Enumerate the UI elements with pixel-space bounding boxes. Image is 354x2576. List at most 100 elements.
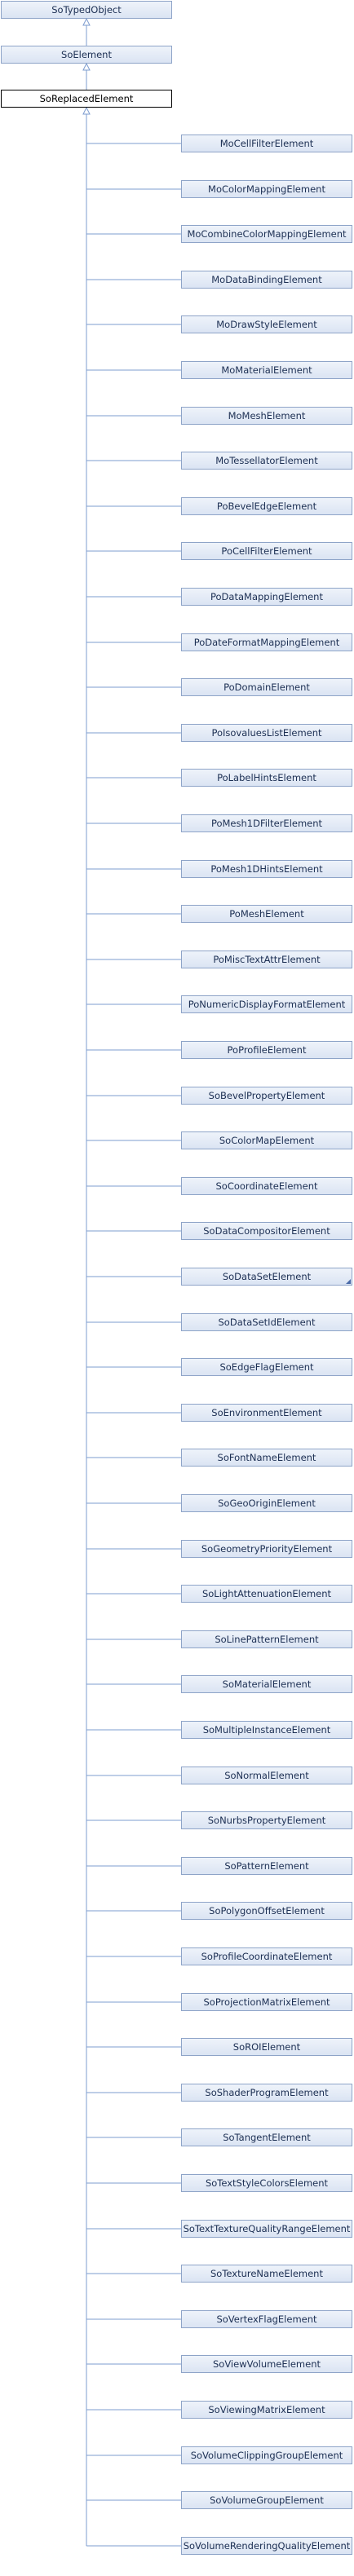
class-label: SoDataCompositorElement	[203, 1225, 330, 1237]
class-node-sovertexflagelement[interactable]: SoVertexFlagElement	[181, 2310, 352, 2328]
class-label: SoVertexFlagElement	[216, 2314, 317, 2325]
class-node-podatamappingelement[interactable]: PoDataMappingElement	[181, 588, 352, 606]
class-node-mocellfilterelement[interactable]: MoCellFilterElement	[181, 135, 352, 152]
class-node-sotexturenameelement[interactable]: SoTextureNameElement	[181, 2265, 352, 2283]
class-node-motessellatorelement[interactable]: MoTessellatorElement	[181, 452, 352, 470]
class-label: PoBevelEdgeElement	[216, 501, 317, 512]
class-node-poprofileelement[interactable]: PoProfileElement	[181, 1041, 352, 1059]
class-node-soroielement[interactable]: SoROIElement	[181, 2038, 352, 2056]
class-node-momaterialelement[interactable]: MoMaterialElement	[181, 361, 352, 379]
class-node-solightattenuationelement[interactable]: SoLightAttenuationElement	[181, 1585, 352, 1603]
class-label: SoVolumeGroupElement	[210, 2494, 324, 2506]
class-label: SoEnvironmentElement	[211, 1407, 322, 1418]
class-label: SoProfileCoordinateElement	[201, 1951, 333, 1962]
class-node-sotexttexturequalityrangeelement[interactable]: SoTextTextureQualityRangeElement	[181, 2220, 352, 2238]
class-label: SoTextStyleColorsElement	[205, 2177, 329, 2189]
class-label: SoProjectionMatrixElement	[203, 1996, 330, 2008]
class-label: SoShaderProgramElement	[205, 2087, 329, 2098]
class-node-socolormapelement[interactable]: SoColorMapElement	[181, 1131, 352, 1149]
class-label: SoBevelPropertyElement	[208, 1090, 325, 1101]
class-node-sotangentelement[interactable]: SoTangentElement	[181, 2128, 352, 2146]
class-label: SoTangentElement	[223, 2132, 311, 2143]
class-label: SoPatternElement	[224, 1860, 309, 1872]
class-label: MoColorMappingElement	[208, 183, 325, 195]
class-node-polabelhintselement[interactable]: PoLabelHintsElement	[181, 769, 352, 787]
class-label: SoViewingMatrixElement	[208, 2404, 325, 2415]
class-node-soviewvolumeelement[interactable]: SoViewVolumeElement	[181, 2355, 352, 2373]
class-node-soprofilecoordinateelement[interactable]: SoProfileCoordinateElement	[181, 1947, 352, 1965]
class-label: SoLinePatternElement	[215, 1634, 319, 1645]
class-node-sotypedobject[interactable]: SoTypedObject	[1, 1, 172, 19]
class-label: SoGeoOriginElement	[218, 1498, 316, 1509]
class-node-pomeshelement[interactable]: PoMeshElement	[181, 905, 352, 923]
class-node-soedgeflagelement[interactable]: SoEdgeFlagElement	[181, 1358, 352, 1376]
class-node-sovolumegroupelement[interactable]: SoVolumeGroupElement	[181, 2491, 352, 2509]
class-node-sotextstylecolorselement[interactable]: SoTextStyleColorsElement	[181, 2174, 352, 2192]
class-node-soviewingmatrixelement[interactable]: SoViewingMatrixElement	[181, 2401, 352, 2419]
class-node-pomisctextattrelement[interactable]: PoMiscTextAttrElement	[181, 951, 352, 968]
class-node-soelement[interactable]: SoElement	[1, 46, 172, 64]
class-node-podomainelement[interactable]: PoDomainElement	[181, 678, 352, 696]
class-node-modrawstyleelement[interactable]: MoDrawStyleElement	[181, 315, 352, 333]
class-node-mocolormappingelement[interactable]: MoColorMappingElement	[181, 180, 352, 198]
class-node-sofontnameelement[interactable]: SoFontNameElement	[181, 1449, 352, 1467]
class-node-sopolygonoffsetelement[interactable]: SoPolygonOffsetElement	[181, 1902, 352, 1920]
class-label: SoColorMapElement	[219, 1135, 315, 1146]
class-label: PoProfileElement	[227, 1044, 307, 1056]
class-node-sobevelpropertyelement[interactable]: SoBevelPropertyElement	[181, 1087, 352, 1105]
class-label: SoMultipleInstanceElement	[202, 1724, 331, 1736]
class-node-solinepatternelement[interactable]: SoLinePatternElement	[181, 1630, 352, 1648]
class-node-sonurbspropertyelement[interactable]: SoNurbsPropertyElement	[181, 1811, 352, 1829]
class-node-momeshelement[interactable]: MoMeshElement	[181, 407, 352, 425]
class-node-sodatasetelement[interactable]: SoDataSetElement	[181, 1268, 352, 1286]
class-node-root[interactable]: SoReplacedElement	[1, 90, 172, 108]
class-node-pomesh1dhintselement[interactable]: PoMesh1DHintsElement	[181, 860, 352, 878]
class-label: SoPolygonOffsetElement	[209, 1905, 325, 1917]
class-label: PoDomainElement	[223, 681, 310, 693]
corner-marker-icon	[346, 1279, 351, 1284]
class-label: SoTextTextureQualityRangeElement	[183, 2223, 351, 2234]
class-label: PoCellFilterElement	[221, 545, 312, 557]
class-node-sovolumerenderingqualityelement[interactable]: SoVolumeRenderingQualityElement	[181, 2537, 352, 2555]
class-node-sonormalelement[interactable]: SoNormalElement	[181, 1767, 352, 1784]
class-node-pocellfilterelement[interactable]: PoCellFilterElement	[181, 542, 352, 560]
class-label: PoDateFormatMappingElement	[193, 637, 340, 648]
class-node-modatabindingelement[interactable]: MoDataBindingElement	[181, 271, 352, 289]
class-node-sodatasetidelement[interactable]: SoDataSetIdElement	[181, 1313, 352, 1331]
class-label: MoMeshElement	[228, 410, 306, 421]
arrowhead-soreplacedelement	[82, 106, 91, 115]
class-node-ponumericdisplayformatelement[interactable]: PoNumericDisplayFormatElement	[181, 995, 352, 1013]
class-label: SoNormalElement	[224, 1770, 309, 1781]
class-node-pobeveledgeelement[interactable]: PoBevelEdgeElement	[181, 497, 352, 515]
class-label: PoMesh1DHintsElement	[210, 863, 323, 875]
class-label: SoEdgeFlagElement	[219, 1361, 314, 1373]
class-label: SoElement	[61, 49, 112, 60]
class-node-socoordinateelement[interactable]: SoCoordinateElement	[181, 1177, 352, 1195]
class-node-pomesh1dfilterelement[interactable]: PoMesh1DFilterElement	[181, 814, 352, 832]
class-label: SoLightAttenuationElement	[201, 1588, 332, 1599]
class-label: PoDataMappingElement	[210, 591, 323, 602]
class-node-somultipleinstanceelement[interactable]: SoMultipleInstanceElement	[181, 1721, 352, 1739]
class-node-poisovalueslistelement[interactable]: PoIsovaluesListElement	[181, 724, 352, 742]
class-label: SoGeometryPriorityElement	[201, 1543, 333, 1555]
class-node-somaterialelement[interactable]: SoMaterialElement	[181, 1675, 352, 1693]
class-node-soshaderprogramelement[interactable]: SoShaderProgramElement	[181, 2084, 352, 2102]
class-label: PoNumericDisplayFormatElement	[188, 999, 346, 1010]
class-node-sodatacompositorelement[interactable]: SoDataCompositorElement	[181, 1222, 352, 1240]
class-node-podateformatmappingelement[interactable]: PoDateFormatMappingElement	[181, 633, 352, 651]
class-label: PoMeshElement	[229, 908, 304, 920]
class-node-soprojectionmatrixelement[interactable]: SoProjectionMatrixElement	[181, 1993, 352, 2011]
class-node-sogeooriginelement[interactable]: SoGeoOriginElement	[181, 1494, 352, 1512]
class-label: PoMiscTextAttrElement	[213, 954, 321, 965]
class-node-sopatternelement[interactable]: SoPatternElement	[181, 1857, 352, 1875]
arrowhead-sotypedobject	[82, 17, 91, 26]
class-node-sogeometrypriorityelement[interactable]: SoGeometryPriorityElement	[181, 1540, 352, 1558]
class-node-sovolumeclippinggroupelement[interactable]: SoVolumeClippingGroupElement	[181, 2446, 352, 2464]
class-label: PoMesh1DFilterElement	[210, 818, 323, 829]
class-node-soenvironmentelement[interactable]: SoEnvironmentElement	[181, 1404, 352, 1422]
class-node-mocombinecolormappingelement[interactable]: MoCombineColorMappingElement	[181, 225, 352, 243]
class-label: SoVolumeRenderingQualityElement	[183, 2540, 351, 2552]
class-label: MoDataBindingElement	[211, 274, 322, 285]
class-label: PoIsovaluesListElement	[211, 727, 322, 739]
